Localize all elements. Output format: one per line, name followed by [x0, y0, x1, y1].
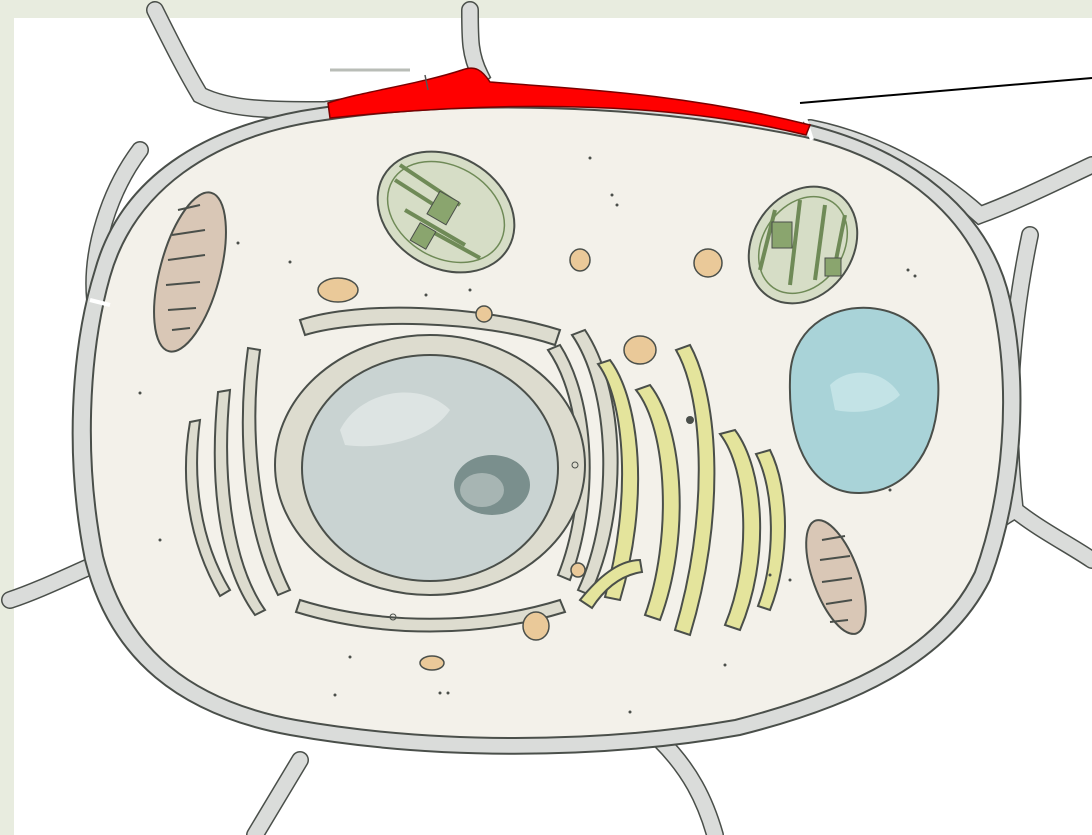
nucleolus-highlight	[460, 473, 504, 507]
label-leader-line	[800, 78, 1092, 103]
vesicle	[523, 612, 549, 640]
vesicle	[318, 278, 358, 302]
vesicle	[571, 563, 585, 577]
vesicle	[420, 656, 444, 670]
vesicle	[694, 249, 722, 277]
vesicle	[476, 306, 492, 322]
vesicle	[570, 249, 590, 271]
vesicle	[624, 336, 656, 364]
